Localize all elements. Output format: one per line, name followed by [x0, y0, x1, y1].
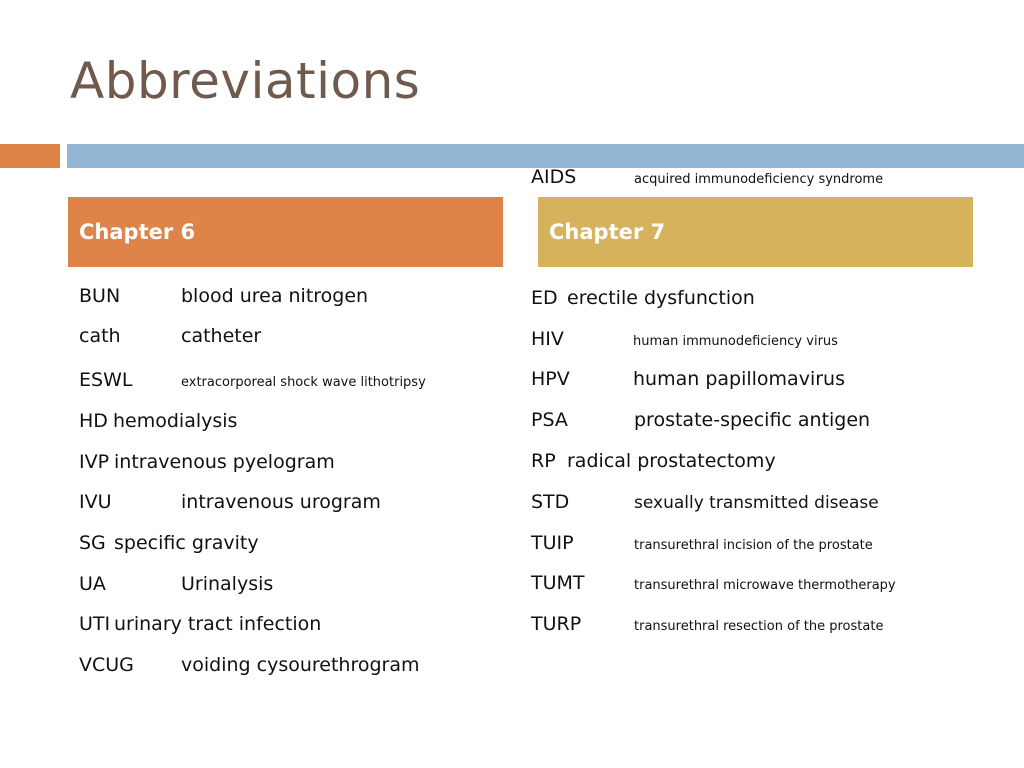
chapter-6-header: Chapter 6: [68, 197, 503, 267]
definition: urinary tract infection: [114, 613, 322, 635]
definition: human papillomavirus: [633, 368, 845, 390]
abbr: ED: [531, 287, 558, 309]
accent-bar-orange: [0, 144, 60, 168]
definition: radical prostatectomy: [567, 450, 776, 472]
definition: intravenous urogram: [181, 491, 381, 513]
definition: transurethral incision of the prostate: [634, 538, 873, 553]
abbr: STD: [531, 491, 570, 513]
definition: sexually transmitted disease: [634, 493, 879, 513]
abbr: IVU: [79, 491, 112, 513]
abbr: ESWL: [79, 369, 133, 391]
accent-bar-blue: [67, 144, 1024, 168]
abbr: TUMT: [531, 572, 585, 594]
abbr: HIV: [531, 328, 564, 350]
abbr: UA: [79, 573, 106, 595]
abbr: HPV: [531, 368, 570, 390]
slide-title: Abbreviations: [70, 52, 421, 110]
definition: transurethral microwave thermotherapy: [634, 578, 896, 593]
definition: acquired immunodeficiency syndrome: [634, 172, 884, 187]
abbr: AIDS: [531, 166, 577, 188]
abbr: SG: [79, 532, 106, 554]
abbr: UTI: [79, 613, 111, 635]
definition: specific gravity: [114, 532, 259, 554]
abbr: BUN: [79, 285, 121, 307]
abbr: TUIP: [531, 532, 574, 554]
abbr: VCUG: [79, 654, 134, 676]
definition: catheter: [181, 325, 262, 347]
abbr: cath: [79, 325, 121, 347]
abbr: TURP: [531, 613, 582, 635]
definition: extracorporeal shock wave lithotripsy: [181, 375, 426, 390]
definition: erectile dysfunction: [567, 287, 755, 309]
abbr: RP: [531, 450, 556, 472]
definition: blood urea nitrogen: [181, 285, 369, 307]
definition: Urinalysis: [181, 573, 274, 595]
definition: human immunodeficiency virus: [633, 334, 838, 349]
definition: transurethral resection of the prostate: [634, 619, 884, 634]
abbr: HD: [79, 410, 108, 432]
chapter-7-header: Chapter 7: [538, 197, 973, 267]
definition: hemodialysis: [113, 410, 238, 432]
abbr: PSA: [531, 409, 568, 431]
definition: intravenous pyelogram: [114, 451, 335, 473]
definition: prostate-specific antigen: [634, 409, 871, 431]
definition: voiding cysourethrogram: [181, 654, 420, 676]
abbr: IVP: [79, 451, 110, 473]
